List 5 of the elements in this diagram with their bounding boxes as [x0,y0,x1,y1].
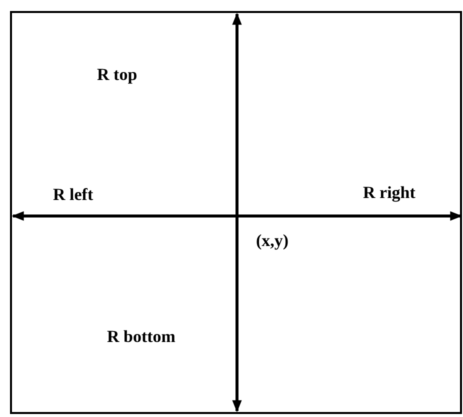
distance-label: R top [97,66,138,83]
distance-label: R right [363,184,416,201]
point-label: (x,y) [256,232,289,249]
distance-label: R left [53,186,94,203]
distance-label: R bottom [107,328,176,345]
